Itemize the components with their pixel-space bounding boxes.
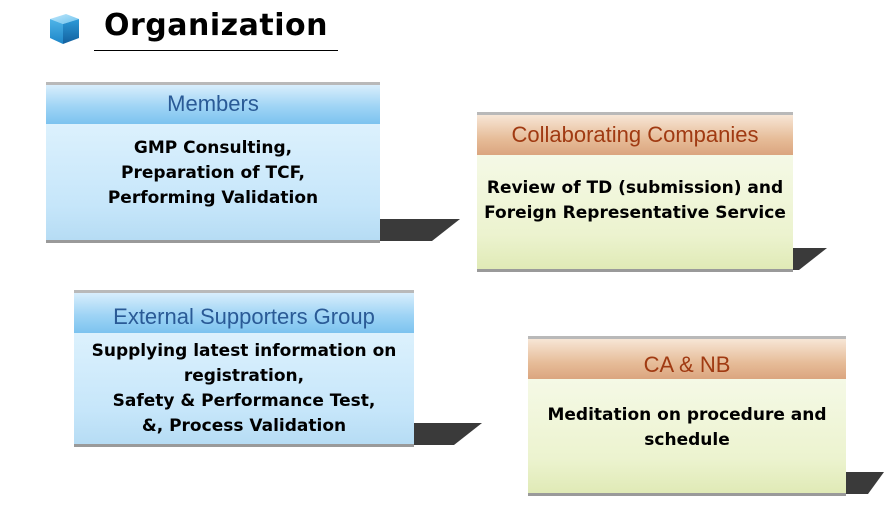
box-body-collaborating-companies: Review of TD (submission) and Foreign Re… <box>477 155 793 269</box>
box-line: registration, <box>183 366 305 386</box>
box-body-external-supporters-group: Supplying latest information on registra… <box>74 333 414 444</box>
box-line: Preparation of TCF, <box>121 163 305 183</box>
page-title: Organization <box>104 8 328 43</box>
title-underline <box>94 50 338 51</box>
box-header-external-supporters-group: External Supporters Group <box>74 293 414 333</box>
box-header-members: Members <box>46 85 380 124</box>
box-ca-nb: CA & NB Meditation on procedure and sche… <box>528 336 884 496</box>
box-line: schedule <box>644 430 730 450</box>
box-line: Safety & Performance Test, <box>112 391 376 411</box>
box-line: Review of TD (submission) and <box>486 178 784 198</box>
box-body-members: GMP Consulting, Preparation of TCF, Perf… <box>46 124 380 240</box>
box-bottom-edge <box>74 444 414 447</box>
box-shadow <box>394 423 482 445</box>
box-line: Meditation on procedure and <box>547 405 827 425</box>
box-bottom-edge <box>477 269 793 272</box>
box-body-ca-nb: Meditation on procedure and schedule <box>528 379 846 493</box>
box-bottom-edge <box>46 240 380 243</box>
box-header-collaborating-companies: Collaborating Companies <box>477 115 793 155</box>
box-line: Foreign Representative Service <box>484 203 786 223</box>
box-external-supporters-group: External Supporters Group Supplying late… <box>74 290 482 447</box>
box-line: Supplying latest information on <box>91 341 397 361</box>
cube-icon <box>50 14 79 44</box>
box-line: &, Process Validation <box>141 416 347 436</box>
box-bottom-edge <box>528 493 846 496</box>
box-line: Performing Validation <box>107 188 319 208</box>
box-members: Members GMP Consulting, Preparation of T… <box>46 82 460 243</box>
box-collaborating-companies: Collaborating Companies Review of TD (su… <box>477 112 827 272</box>
box-line: GMP Consulting, <box>133 138 293 158</box>
box-shadow <box>372 219 460 241</box>
box-header-ca-nb: CA & NB <box>528 339 846 379</box>
